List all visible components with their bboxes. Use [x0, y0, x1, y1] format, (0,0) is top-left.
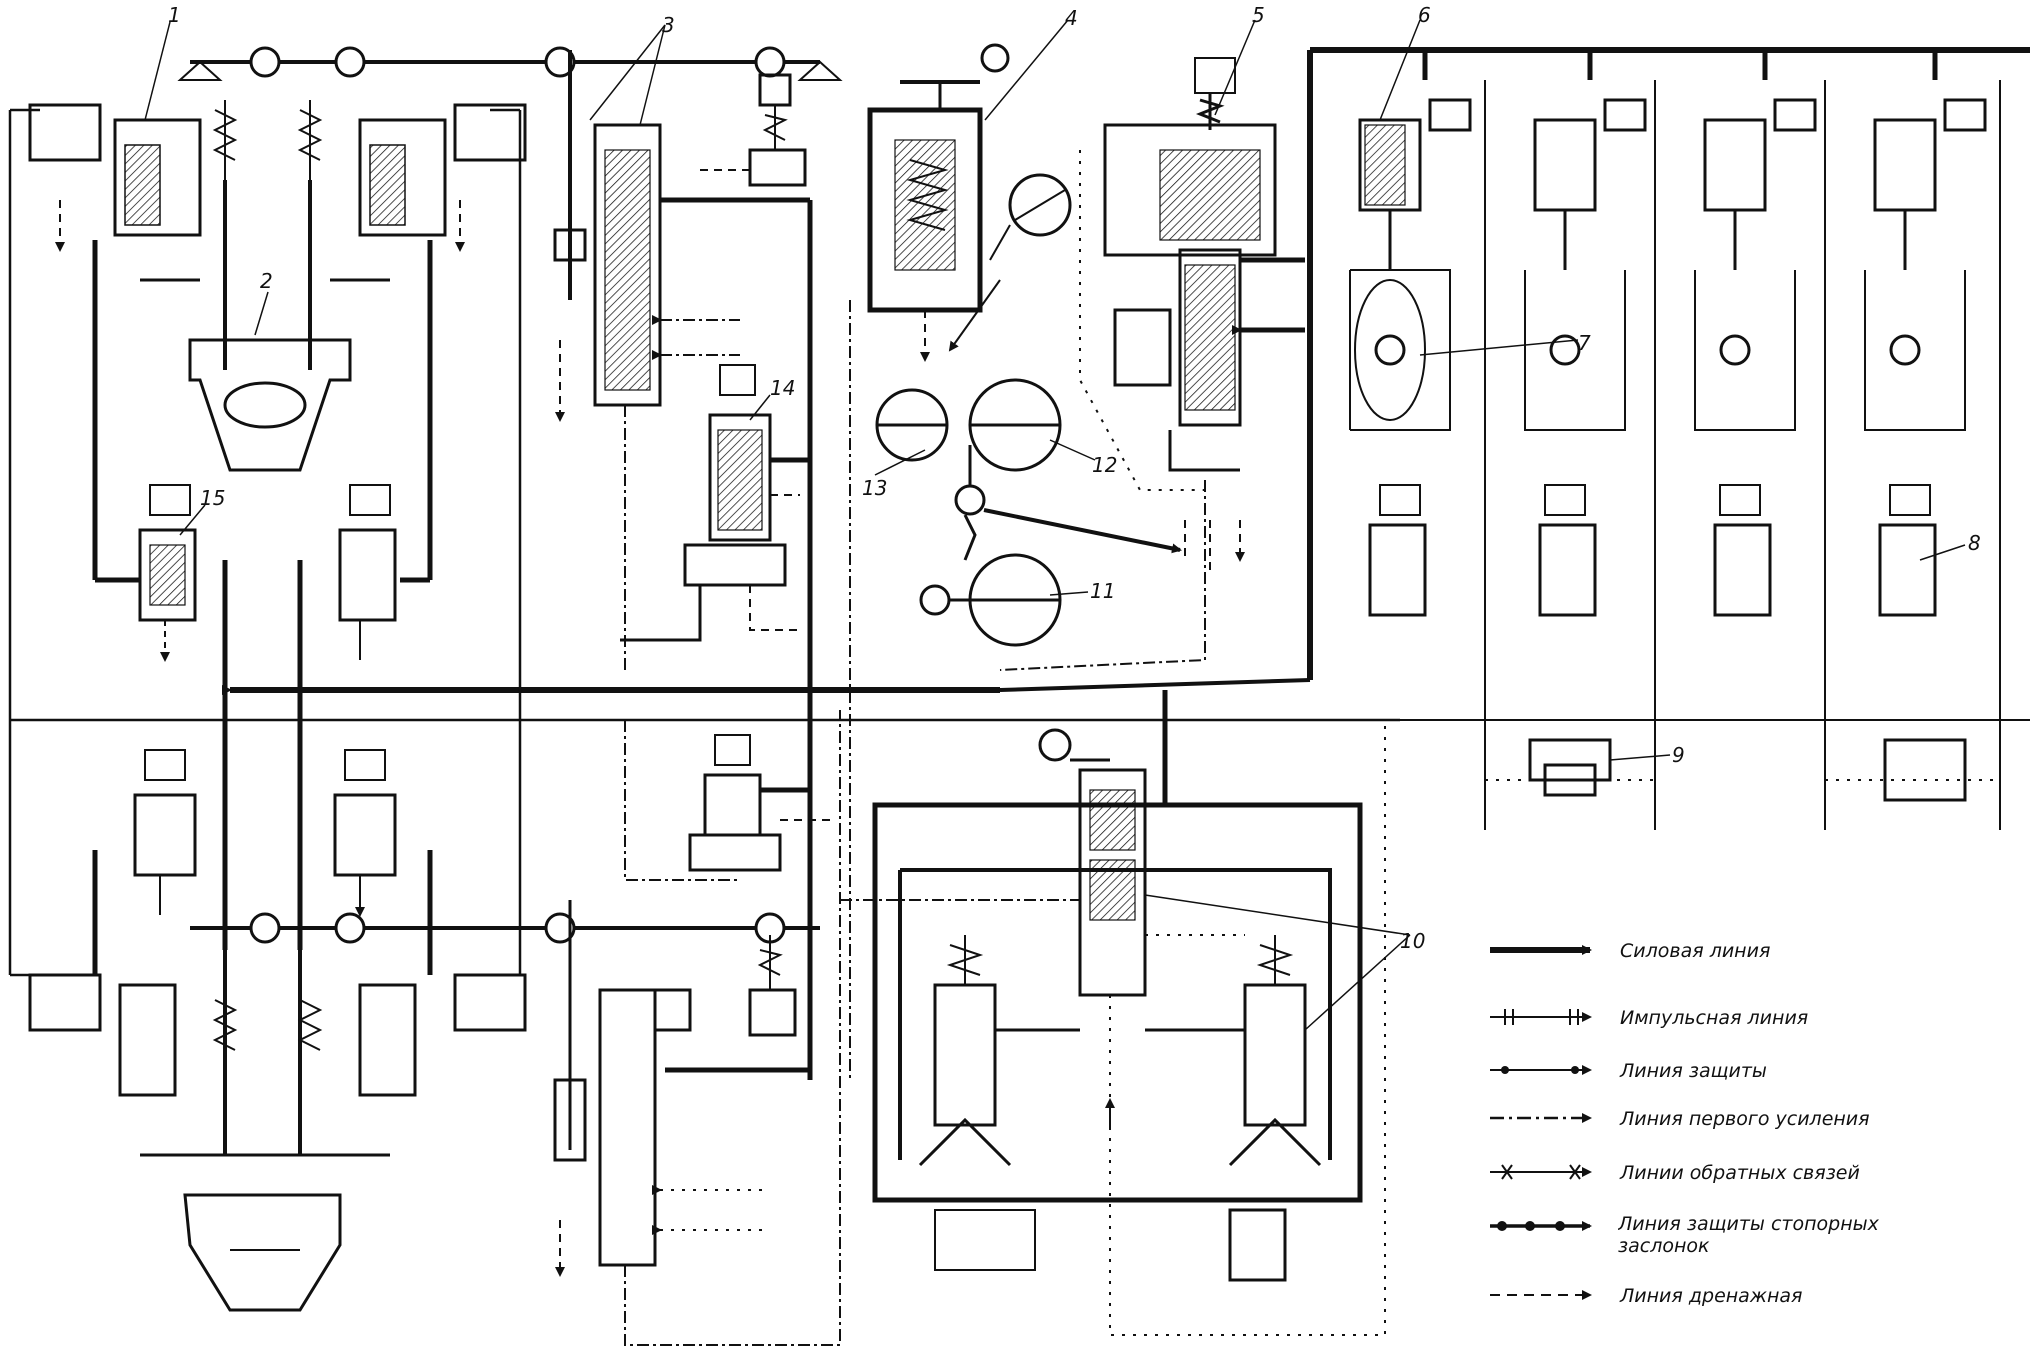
label-12: 12	[1092, 453, 1117, 477]
legend-protection-line: Линия защиты	[1490, 1060, 1767, 1082]
main-power-lines	[10, 47, 2030, 722]
regulator-3	[553, 50, 813, 1080]
label-2: 2	[260, 269, 273, 293]
legend-label-protection: Линия защиты	[1619, 1060, 1767, 1082]
legend-feedback-line: Линии обратных связей	[1490, 1162, 1860, 1184]
left-protection-loop	[8, 108, 522, 977]
label-6: 6	[1418, 3, 1431, 27]
legend-label-impulse: Импульсная линия	[1620, 1007, 1808, 1029]
legend-first-amp-line: Линия первого усиления	[1490, 1108, 1870, 1130]
right-servomotor-banks	[1349, 80, 2001, 830]
middle-actuator	[624, 720, 830, 881]
legend-label-power: Силовая линия	[1620, 940, 1770, 962]
label-15: 15	[200, 486, 225, 510]
servo-block-10	[840, 690, 1386, 1336]
label-9: 9	[1672, 743, 1685, 767]
label-7: 7	[1578, 331, 1591, 355]
legend-label-drain: Линия дренажная	[1619, 1285, 1802, 1307]
label-3: 3	[662, 13, 675, 37]
label-8: 8	[1968, 531, 1981, 555]
legend-drain-line: Линия дренажная	[1490, 1285, 1802, 1307]
label-1: 1	[168, 3, 181, 27]
label-14: 14	[770, 376, 795, 400]
upper-valve-assembly	[28, 46, 843, 583]
legend-label-feedback: Линии обратных связей	[1619, 1162, 1860, 1184]
servo-5	[999, 57, 1305, 671]
legend-power-line: Силовая линия	[1490, 940, 1770, 962]
legend: Силовая линия Импульсная линия Линия защ…	[1490, 940, 1879, 1307]
label-11: 11	[1090, 579, 1115, 603]
speed-governor-4	[867, 43, 1072, 362]
legend-label-stop-valve: Линия защиты стопорных заслонок	[1618, 1213, 1879, 1257]
label-13: 13	[862, 476, 887, 500]
lower-valve-assembly	[28, 749, 820, 1312]
callout-numbers: 1 2 3 4 5 6 7 8 9 10 11 12 13 14 15	[168, 3, 1981, 953]
pump-generators	[849, 300, 1182, 1080]
distributor-14	[620, 364, 810, 642]
distributor-15	[138, 484, 397, 950]
label-10: 10	[1400, 929, 1425, 953]
legend-label-first-amp: Линия первого усиления	[1619, 1108, 1870, 1130]
legend-impulse-line: Импульсная линия	[1490, 1007, 1808, 1029]
label-5: 5	[1252, 3, 1265, 27]
leader-lines	[144, 19, 1966, 1031]
legend-stop-valve-line: Линия защиты стопорных заслонок	[1490, 1213, 1879, 1257]
label-4: 4	[1065, 6, 1078, 30]
lower-center-block	[553, 710, 841, 1346]
